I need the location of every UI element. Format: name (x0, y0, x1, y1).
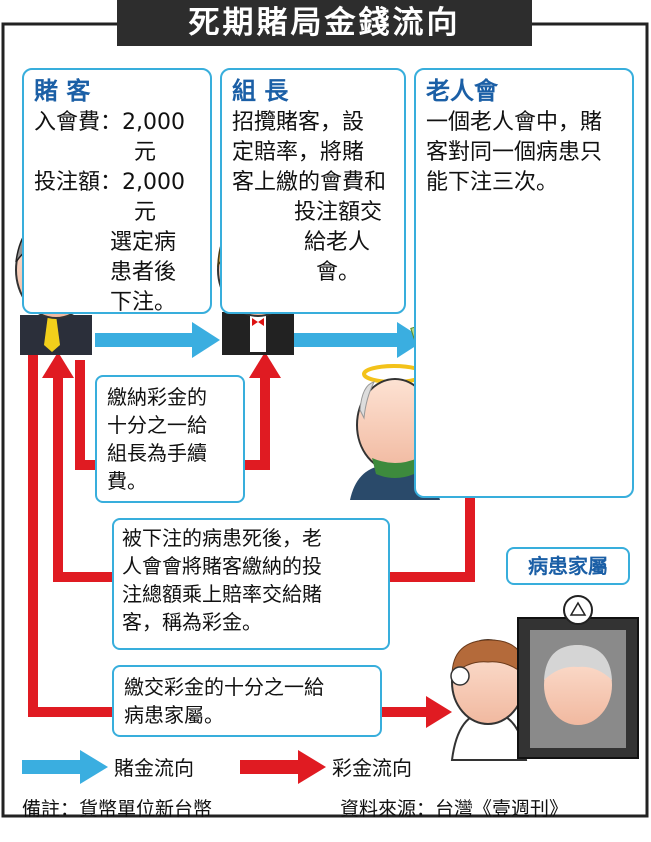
elder-club-info-box: 老人會 一個老人會中，賭 客對同一個病患只 能下注三次。 (414, 68, 634, 498)
organizer-line: 客上繳的會費和 (232, 170, 387, 195)
note-line: 客，稱為彩金。 (122, 610, 262, 634)
organizer-info-box: 組 長 招攬賭客，設 定賠率，將賭 客上繳的會費和 投注額交 給老人 會。 (220, 68, 406, 314)
prize-arrowhead-gambler (42, 352, 74, 378)
fee-unit: 元 (134, 140, 157, 165)
footer-note: 備註：貨幣單位新台幣 (22, 798, 213, 820)
legend-prize-flow-label: 彩金流向 (332, 756, 412, 780)
bet-arrow-shaft-1 (95, 333, 195, 347)
bet-label: 投注額： (34, 170, 123, 195)
note-line: 十分之一給 (107, 413, 207, 437)
gambler-action-text: 選定病 患者後 下注。 (34, 228, 200, 318)
action-line: 患者後 (110, 260, 177, 285)
club-line: 能下注三次。 (426, 170, 559, 195)
organizer-heading: 組 長 (232, 77, 289, 105)
organizer-line: 定賠率，將賭 (232, 140, 365, 165)
note-line: 病患家屬。 (124, 703, 224, 727)
page-title: 死期賭局金錢流向 (117, 0, 532, 46)
commission-note: 繳納彩金的 十分之一給 組長為手續 費。 (95, 375, 245, 503)
gambler-bet-row: 投注額：2,000 (34, 168, 200, 198)
fee-value: 2,000 (122, 110, 185, 135)
action-line: 選定病 (110, 230, 177, 255)
gambler-fee-row: 入會費：2,000 (34, 108, 200, 138)
patient-family-label: 病患家屬 (506, 547, 630, 585)
club-heading: 老人會 (426, 77, 498, 105)
gambler-info-box: 賭 客 入會費：2,000 元 投注額：2,000 元 選定病 患者後 下注。 (22, 68, 212, 315)
payout-note: 被下注的病患死後，老 人會會將賭客繳納的投 注總額乘上賠率交給賭 客，稱為彩金。 (112, 518, 390, 650)
note-line: 費。 (107, 469, 147, 493)
gambler-heading: 賭 客 (34, 77, 91, 105)
club-line: 一個老人會中，賭 (426, 110, 603, 135)
organizer-line: 會。 (316, 260, 361, 285)
bet-unit: 元 (134, 200, 157, 225)
legend-prize-arrow (240, 750, 326, 784)
legend-bet-arrow (22, 750, 108, 784)
note-line: 人會會將賭客繳納的投 (122, 554, 322, 578)
prize-arrowhead-family (426, 696, 452, 728)
footer-source: 資料來源：台灣《壹週刊》 (340, 798, 569, 820)
note-line: 組長為手續 (107, 441, 207, 465)
club-line: 客對同一個病患只 (426, 140, 603, 165)
note-line: 繳納彩金的 (107, 385, 207, 409)
note-line: 被下注的病患死後，老 (122, 526, 322, 550)
organizer-line: 投注額交 (294, 200, 383, 225)
fee-label: 入會費： (34, 110, 123, 135)
memorial-portrait-icon (517, 595, 639, 759)
note-line: 繳交彩金的十分之一給 (124, 675, 324, 699)
legend-bet-flow-label: 賭金流向 (114, 756, 194, 780)
organizer-line: 招攬賭客，設 (232, 110, 365, 135)
prize-arrowhead-organizer (249, 352, 281, 378)
note-line: 注總額乘上賠率交給賭 (122, 582, 322, 606)
prize-line-club-down (390, 490, 475, 582)
action-line: 下注。 (110, 290, 177, 315)
bet-arrowhead-2 (397, 322, 425, 358)
family-share-note: 繳交彩金的十分之一給 病患家屬。 (112, 665, 382, 737)
bet-value: 2,000 (122, 170, 185, 195)
organizer-line: 給老人 (304, 230, 371, 255)
bet-arrow-shaft-2 (290, 333, 400, 347)
bet-arrowhead-1 (192, 322, 220, 358)
family-member-avatar (450, 639, 528, 761)
bet-flow-arrows (95, 322, 425, 358)
